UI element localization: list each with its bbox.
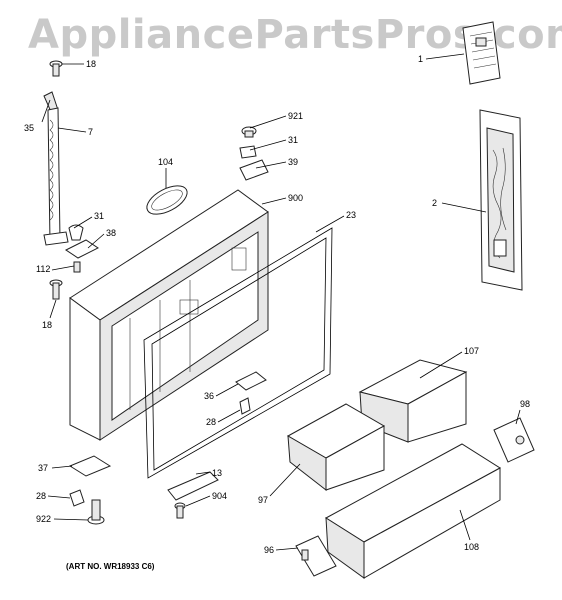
- callout-98: 98: [520, 399, 530, 409]
- part-39-hinge-cover[interactable]: [239, 159, 269, 181]
- part-112-pin[interactable]: [73, 261, 81, 273]
- part-921-cap[interactable]: [241, 126, 257, 138]
- callout-7: 7: [88, 127, 93, 137]
- callout-922: 922: [36, 514, 51, 524]
- art-number: (ART NO. WR18933 C6): [66, 562, 155, 571]
- part-18-screw-top[interactable]: [49, 60, 63, 77]
- part-7-hinge-assembly[interactable]: [43, 91, 69, 246]
- part-107-bin[interactable]: [358, 359, 468, 443]
- part-96-end-cap[interactable]: [295, 535, 337, 577]
- callout-904: 904: [212, 491, 227, 501]
- part-36-clip[interactable]: [235, 371, 267, 391]
- callout-112: 112: [36, 264, 50, 274]
- part-108-long-bin[interactable]: [325, 443, 501, 579]
- callout-labels: 18 35 7 31 38 112 18 1 2 921 31 39 104 9…: [24, 54, 530, 555]
- callout-35: 35: [24, 123, 34, 133]
- callout-18: 18: [86, 59, 96, 69]
- callout-2: 2: [432, 198, 437, 208]
- part-98-dairy-cover[interactable]: [493, 417, 535, 463]
- callout-97: 97: [258, 495, 268, 505]
- part-904-screw[interactable]: [174, 502, 186, 519]
- callout-31: 31: [94, 211, 104, 221]
- callout-18: 18: [42, 320, 52, 330]
- callout-13: 13: [212, 468, 222, 478]
- part-31-cap-left[interactable]: [68, 224, 84, 241]
- part-28-cap-inner[interactable]: [239, 397, 251, 415]
- callout-108: 108: [464, 542, 479, 552]
- callout-96: 96: [264, 545, 274, 555]
- part-1-label-card[interactable]: [462, 21, 501, 85]
- callout-921: 921: [288, 111, 303, 121]
- callout-39: 39: [288, 157, 298, 167]
- callout-31: 31: [288, 135, 298, 145]
- part-28-cap-lower[interactable]: [69, 489, 85, 507]
- part-104-ring[interactable]: [142, 180, 191, 220]
- callout-1: 1: [418, 54, 423, 64]
- callout-28: 28: [36, 491, 46, 501]
- callout-36: 36: [204, 391, 214, 401]
- part-38-bracket[interactable]: [65, 239, 99, 259]
- part-18-screw-lower[interactable]: [49, 279, 63, 300]
- callout-104: 104: [158, 157, 173, 167]
- part-13-bracket[interactable]: [167, 471, 219, 501]
- part-922-cap-assembly[interactable]: [87, 499, 105, 525]
- part-2-door-panel[interactable]: [479, 109, 523, 291]
- part-900-door-liner[interactable]: [69, 189, 269, 441]
- callout-900: 900: [288, 193, 303, 203]
- leader-lines: [41, 53, 521, 551]
- part-97-door-shelf[interactable]: [286, 403, 386, 492]
- part-31-cap-top[interactable]: [239, 145, 257, 159]
- part-37-bracket[interactable]: [68, 455, 112, 477]
- callout-107: 107: [464, 346, 479, 356]
- callout-28: 28: [206, 417, 216, 427]
- callout-37: 37: [38, 463, 48, 473]
- callout-23: 23: [346, 210, 356, 220]
- callout-38: 38: [106, 228, 116, 238]
- part-23-door-gasket[interactable]: [143, 227, 333, 479]
